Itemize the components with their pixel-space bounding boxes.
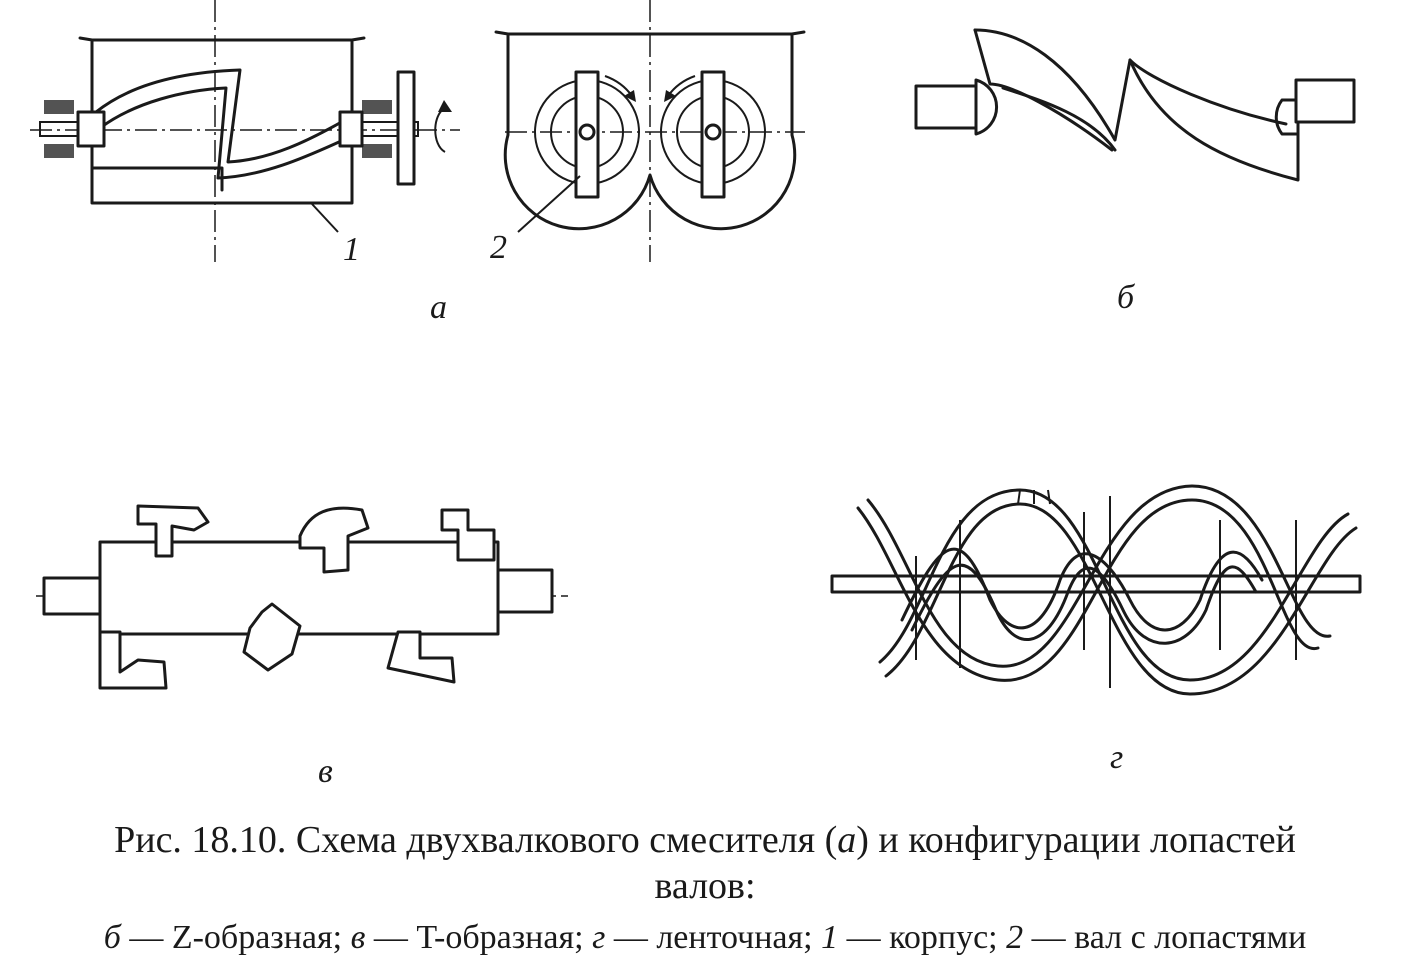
legend-text-b: — Z-образная; <box>120 919 351 956</box>
z-blade-drawing <box>914 28 1356 182</box>
mixer-end-view <box>494 0 806 262</box>
legend-key-1: 1 <box>821 919 839 956</box>
ribbon-blade-drawing <box>830 484 1362 696</box>
figure-legend: б — Z-образная; в — T-образная; г — лент… <box>20 918 1390 958</box>
legend-key-v: в <box>350 919 366 956</box>
part-number-2: 2 <box>490 229 507 266</box>
panel-label-g: г <box>1110 739 1123 776</box>
caption-text-pre: Рис. 18.10. Схема двухвалкового смесител… <box>114 819 838 861</box>
panel-label-b: б <box>1117 279 1136 316</box>
part-number-1: 1 <box>343 231 360 268</box>
panel-label-a: а <box>430 289 447 326</box>
legend-text-v: — T-образная; <box>365 919 593 956</box>
caption-text-post: ) и конфигурации лопастей <box>856 819 1296 861</box>
mixer-figure: 1 а 2 б <box>30 0 1362 790</box>
legend-key-2: 2 <box>1006 919 1024 956</box>
legend-key-b: б <box>103 919 121 956</box>
legend-text-1: — корпус; <box>838 919 1007 956</box>
legend-key-g: г <box>592 919 606 956</box>
caption-text-italic: а <box>837 819 857 861</box>
panel-label-v: в <box>318 753 333 790</box>
t-blade-drawing <box>36 504 568 690</box>
legend-text-2: — вал с лопастями <box>1023 919 1307 956</box>
mixer-side-view <box>30 0 460 262</box>
figure-caption-line-2: валов: <box>654 865 756 907</box>
legend-text-g: — ленточная; <box>605 919 822 956</box>
figure-caption-line-1: Рис. 18.10. Схема двухвалкового смесител… <box>20 818 1390 862</box>
